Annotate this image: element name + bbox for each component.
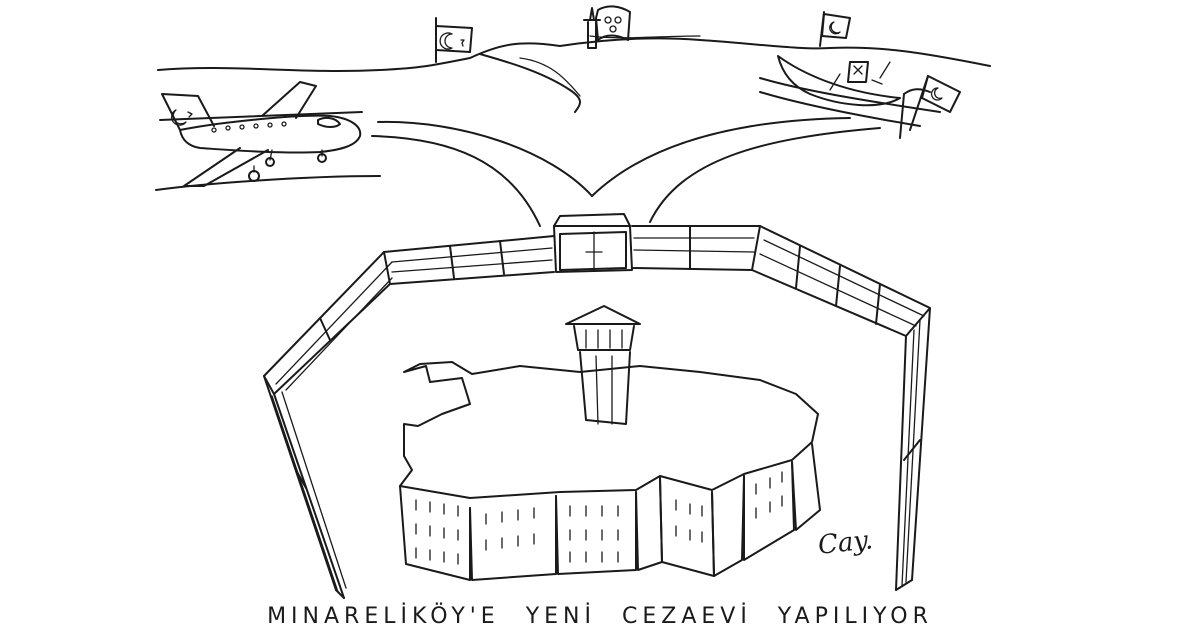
prison-gate — [553, 213, 633, 273]
prison-building-turkey-shape — [399, 361, 821, 581]
minaret-with-banner — [583, 5, 631, 49]
turkish-flag-hill — [435, 17, 473, 63]
boat — [759, 11, 941, 139]
landscape — [157, 35, 991, 113]
converging-roads — [371, 117, 881, 227]
barbed-wire-fence — [263, 225, 931, 599]
airplane — [155, 81, 381, 191]
watchtower — [565, 305, 641, 425]
turkish-flag-shore — [909, 75, 961, 131]
cartoon-caption: MINARELİKÖY'E YENİ CEZAEVİ YAPILIYOR — [267, 604, 933, 629]
artist-signature: Cay. — [816, 525, 875, 561]
